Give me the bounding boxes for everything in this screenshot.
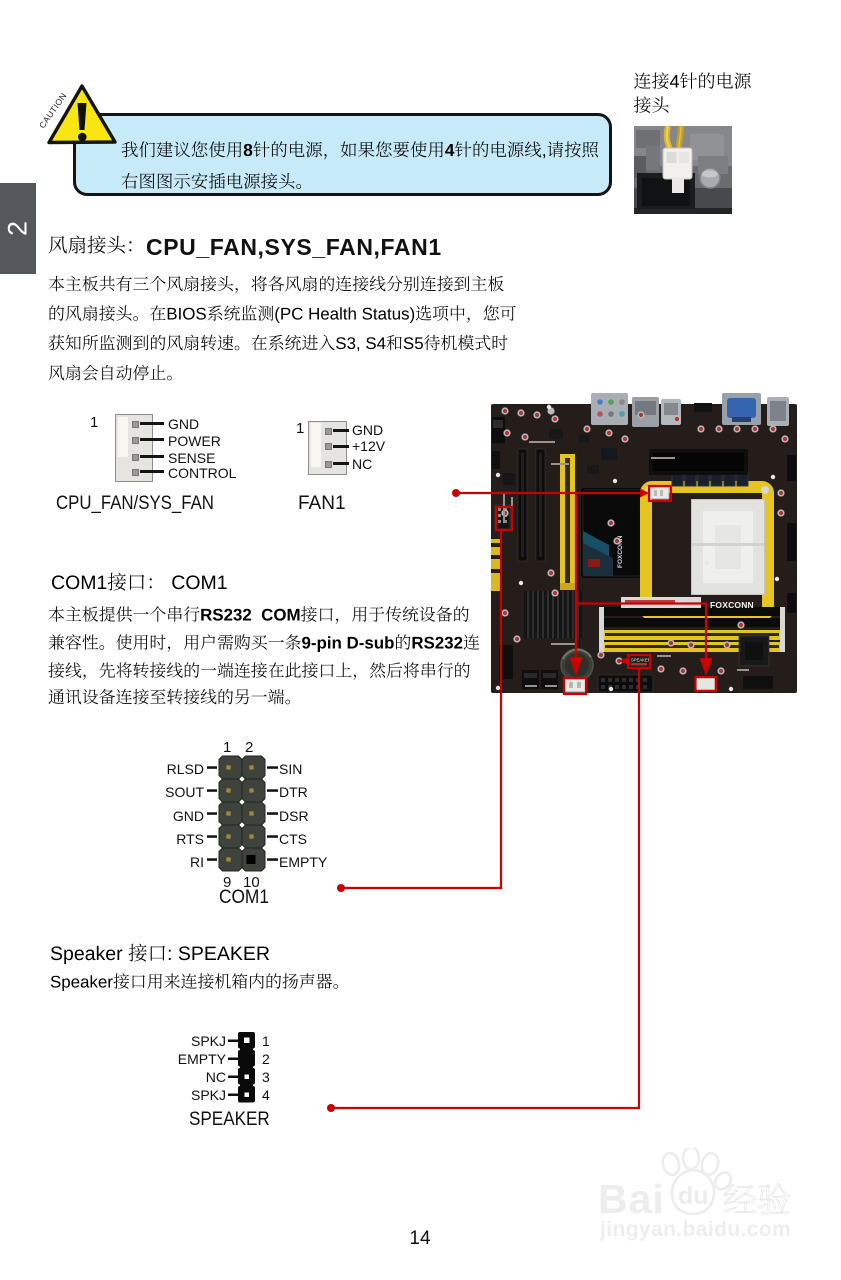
svg-text:SPEAKER: SPEAKER (631, 658, 651, 663)
svg-text:CAUTION: CAUTION (37, 91, 69, 130)
svg-text:du: du (678, 1182, 709, 1210)
svg-text:FOXCONN: FOXCONN (617, 535, 624, 568)
svg-text:FOXCONN: FOXCONN (710, 600, 754, 610)
